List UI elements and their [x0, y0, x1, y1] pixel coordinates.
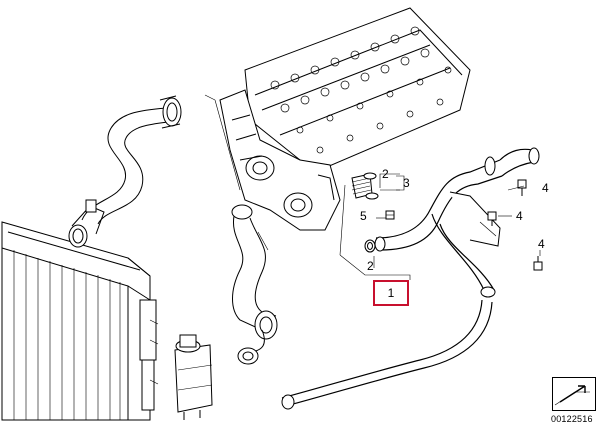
- bolt-upper: [517, 179, 527, 196]
- bolt-right: [487, 211, 497, 226]
- plug: [385, 210, 395, 220]
- reference-arrow-box: [552, 377, 596, 411]
- coolant-pipe: [374, 147, 540, 298]
- thermostat: [351, 172, 379, 200]
- callout-bolt-upper: 4: [542, 181, 549, 195]
- lower-hose: [231, 204, 278, 365]
- callout-seal-upper: 2: [382, 167, 389, 181]
- callout-bolt-lower: 4: [538, 237, 545, 251]
- bolt-lower: [533, 256, 543, 271]
- callout-thermostat: 3: [403, 176, 410, 190]
- seal-ring-lower: [364, 239, 376, 253]
- callout-plug: 5: [360, 209, 367, 223]
- radiator: [1, 221, 159, 421]
- sensor-housing: [68, 199, 105, 248]
- cylinder-head: [244, 7, 471, 171]
- callout-bolt-right: 4: [516, 209, 523, 223]
- upper-hose: [81, 95, 182, 225]
- expansion-tank: [174, 334, 213, 420]
- leader-lines: [339, 173, 541, 280]
- callout-seal-lower: 2: [367, 259, 374, 273]
- reference-code: 00122516: [551, 414, 593, 424]
- engine-block: [219, 89, 341, 231]
- callout-main-part: 1: [373, 280, 409, 306]
